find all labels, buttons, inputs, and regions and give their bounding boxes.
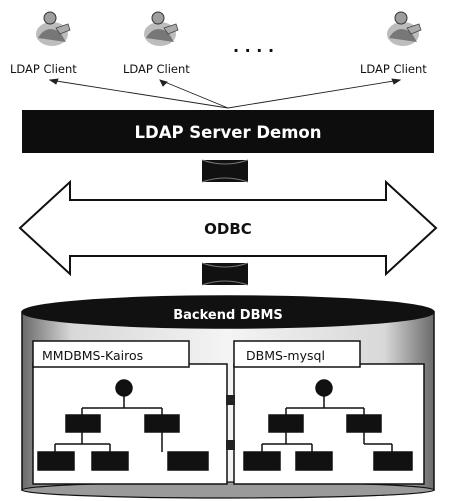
client-3: LDAP Client bbox=[360, 11, 427, 76]
odbc-label: ODBC bbox=[204, 220, 252, 238]
odbc-double-arrow bbox=[18, 179, 438, 277]
tree-node bbox=[243, 451, 281, 471]
tree-node bbox=[91, 451, 129, 471]
user-icon bbox=[36, 11, 71, 46]
server-odbc-connector bbox=[201, 159, 249, 183]
server-label: LDAP Server Demon bbox=[134, 123, 321, 142]
tree-node bbox=[295, 451, 333, 471]
tree-node bbox=[346, 414, 382, 433]
tree-diagram-right bbox=[243, 379, 413, 471]
user-icon bbox=[144, 11, 179, 46]
tree-node bbox=[144, 414, 180, 433]
client-label: LDAP Client bbox=[10, 62, 77, 76]
backend-label: Backend DBMS bbox=[173, 308, 283, 323]
odbc-backend-connector bbox=[201, 262, 249, 286]
panel-link bbox=[226, 395, 235, 450]
client-1: LDAP Client bbox=[10, 11, 77, 76]
tree-diagram-left bbox=[37, 379, 209, 471]
tree-node bbox=[373, 451, 413, 471]
tree-node bbox=[65, 414, 101, 433]
tree-node bbox=[37, 451, 75, 471]
db-tab-label: MMDBMS-Kairos bbox=[42, 348, 143, 363]
client-2: LDAP Client bbox=[123, 11, 190, 76]
tree-root-node bbox=[315, 379, 333, 397]
ldap-server-box bbox=[22, 110, 434, 153]
tree-root-node bbox=[115, 379, 133, 397]
ellipsis: . . . . bbox=[233, 37, 274, 56]
user-icon bbox=[387, 11, 422, 46]
client-label: LDAP Client bbox=[123, 62, 190, 76]
db-tab-label: DBMS-mysql bbox=[246, 348, 325, 363]
client-connectors bbox=[48, 78, 402, 109]
tree-node bbox=[167, 451, 209, 471]
tree-node bbox=[268, 414, 304, 433]
client-label: LDAP Client bbox=[360, 62, 427, 76]
